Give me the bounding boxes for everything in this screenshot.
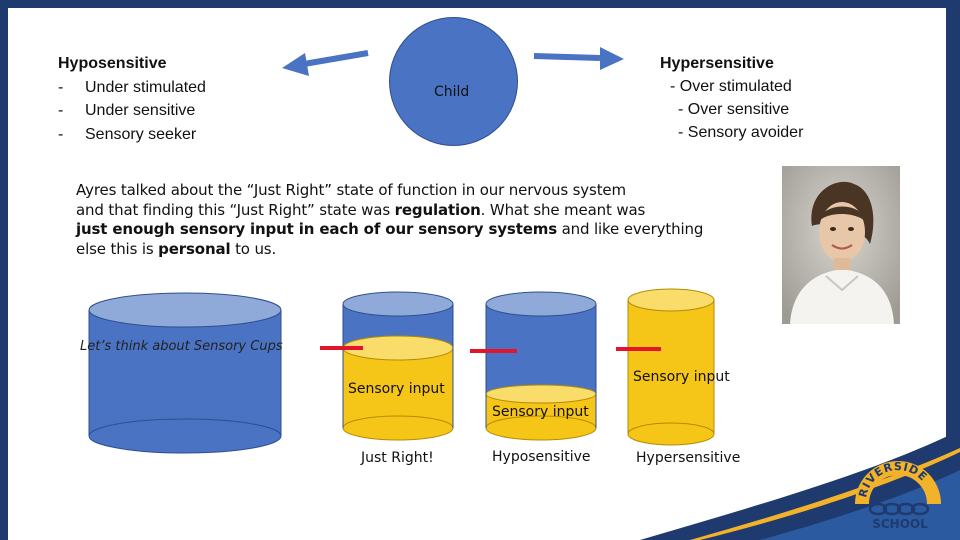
double-arrows (282, 47, 624, 76)
hyposensitive-title: Hyposensitive (58, 55, 167, 72)
just-right-fill-label: Sensory input (348, 381, 445, 397)
child-label: Child (434, 84, 470, 100)
child-circle (389, 17, 518, 146)
ayres-paragraph: Ayres talked about the “Just Right” stat… (76, 181, 704, 259)
right-arrow-icon (533, 47, 624, 70)
hypersensitive-title: Hypersensitive (660, 55, 774, 72)
list-item: - Over sensitive (678, 101, 790, 118)
cup-empty (88, 292, 282, 454)
list-item: - Over stimulated (670, 78, 792, 95)
cup-hyposensitive (485, 291, 597, 441)
hypersensitive-list: Hypersensitive - Over stimulated - Over … (660, 52, 803, 144)
hyposensitive-fill-label: Sensory input (492, 404, 589, 420)
sensory-cups-caption: Let’s think about Sensory Cups (80, 339, 283, 354)
just-right-label: Just Right! (361, 450, 434, 466)
cup-just-right (342, 291, 454, 441)
hypersensitive-label: Hypersensitive (636, 450, 741, 466)
left-arrow-icon (282, 50, 369, 76)
svg-text:SCHOOL: SCHOOL (872, 517, 928, 531)
hyposensitive-label: Hyposensitive (492, 449, 591, 465)
list-item: -Under stimulated (58, 78, 206, 96)
riverside-school-logo: RIVERSIDE SCHOOL (855, 460, 941, 531)
list-item: -Under sensitive (58, 102, 196, 119)
cup-hypersensitive (627, 288, 715, 446)
hypersensitive-fill-label: Sensory input (633, 369, 730, 385)
hyposensitive-list: Hyposensitive -Under stimulated -Under s… (58, 52, 206, 146)
list-item: - Sensory avoider (678, 124, 804, 141)
ayres-portrait-image (782, 166, 900, 324)
list-item: -Sensory seeker (58, 125, 197, 143)
